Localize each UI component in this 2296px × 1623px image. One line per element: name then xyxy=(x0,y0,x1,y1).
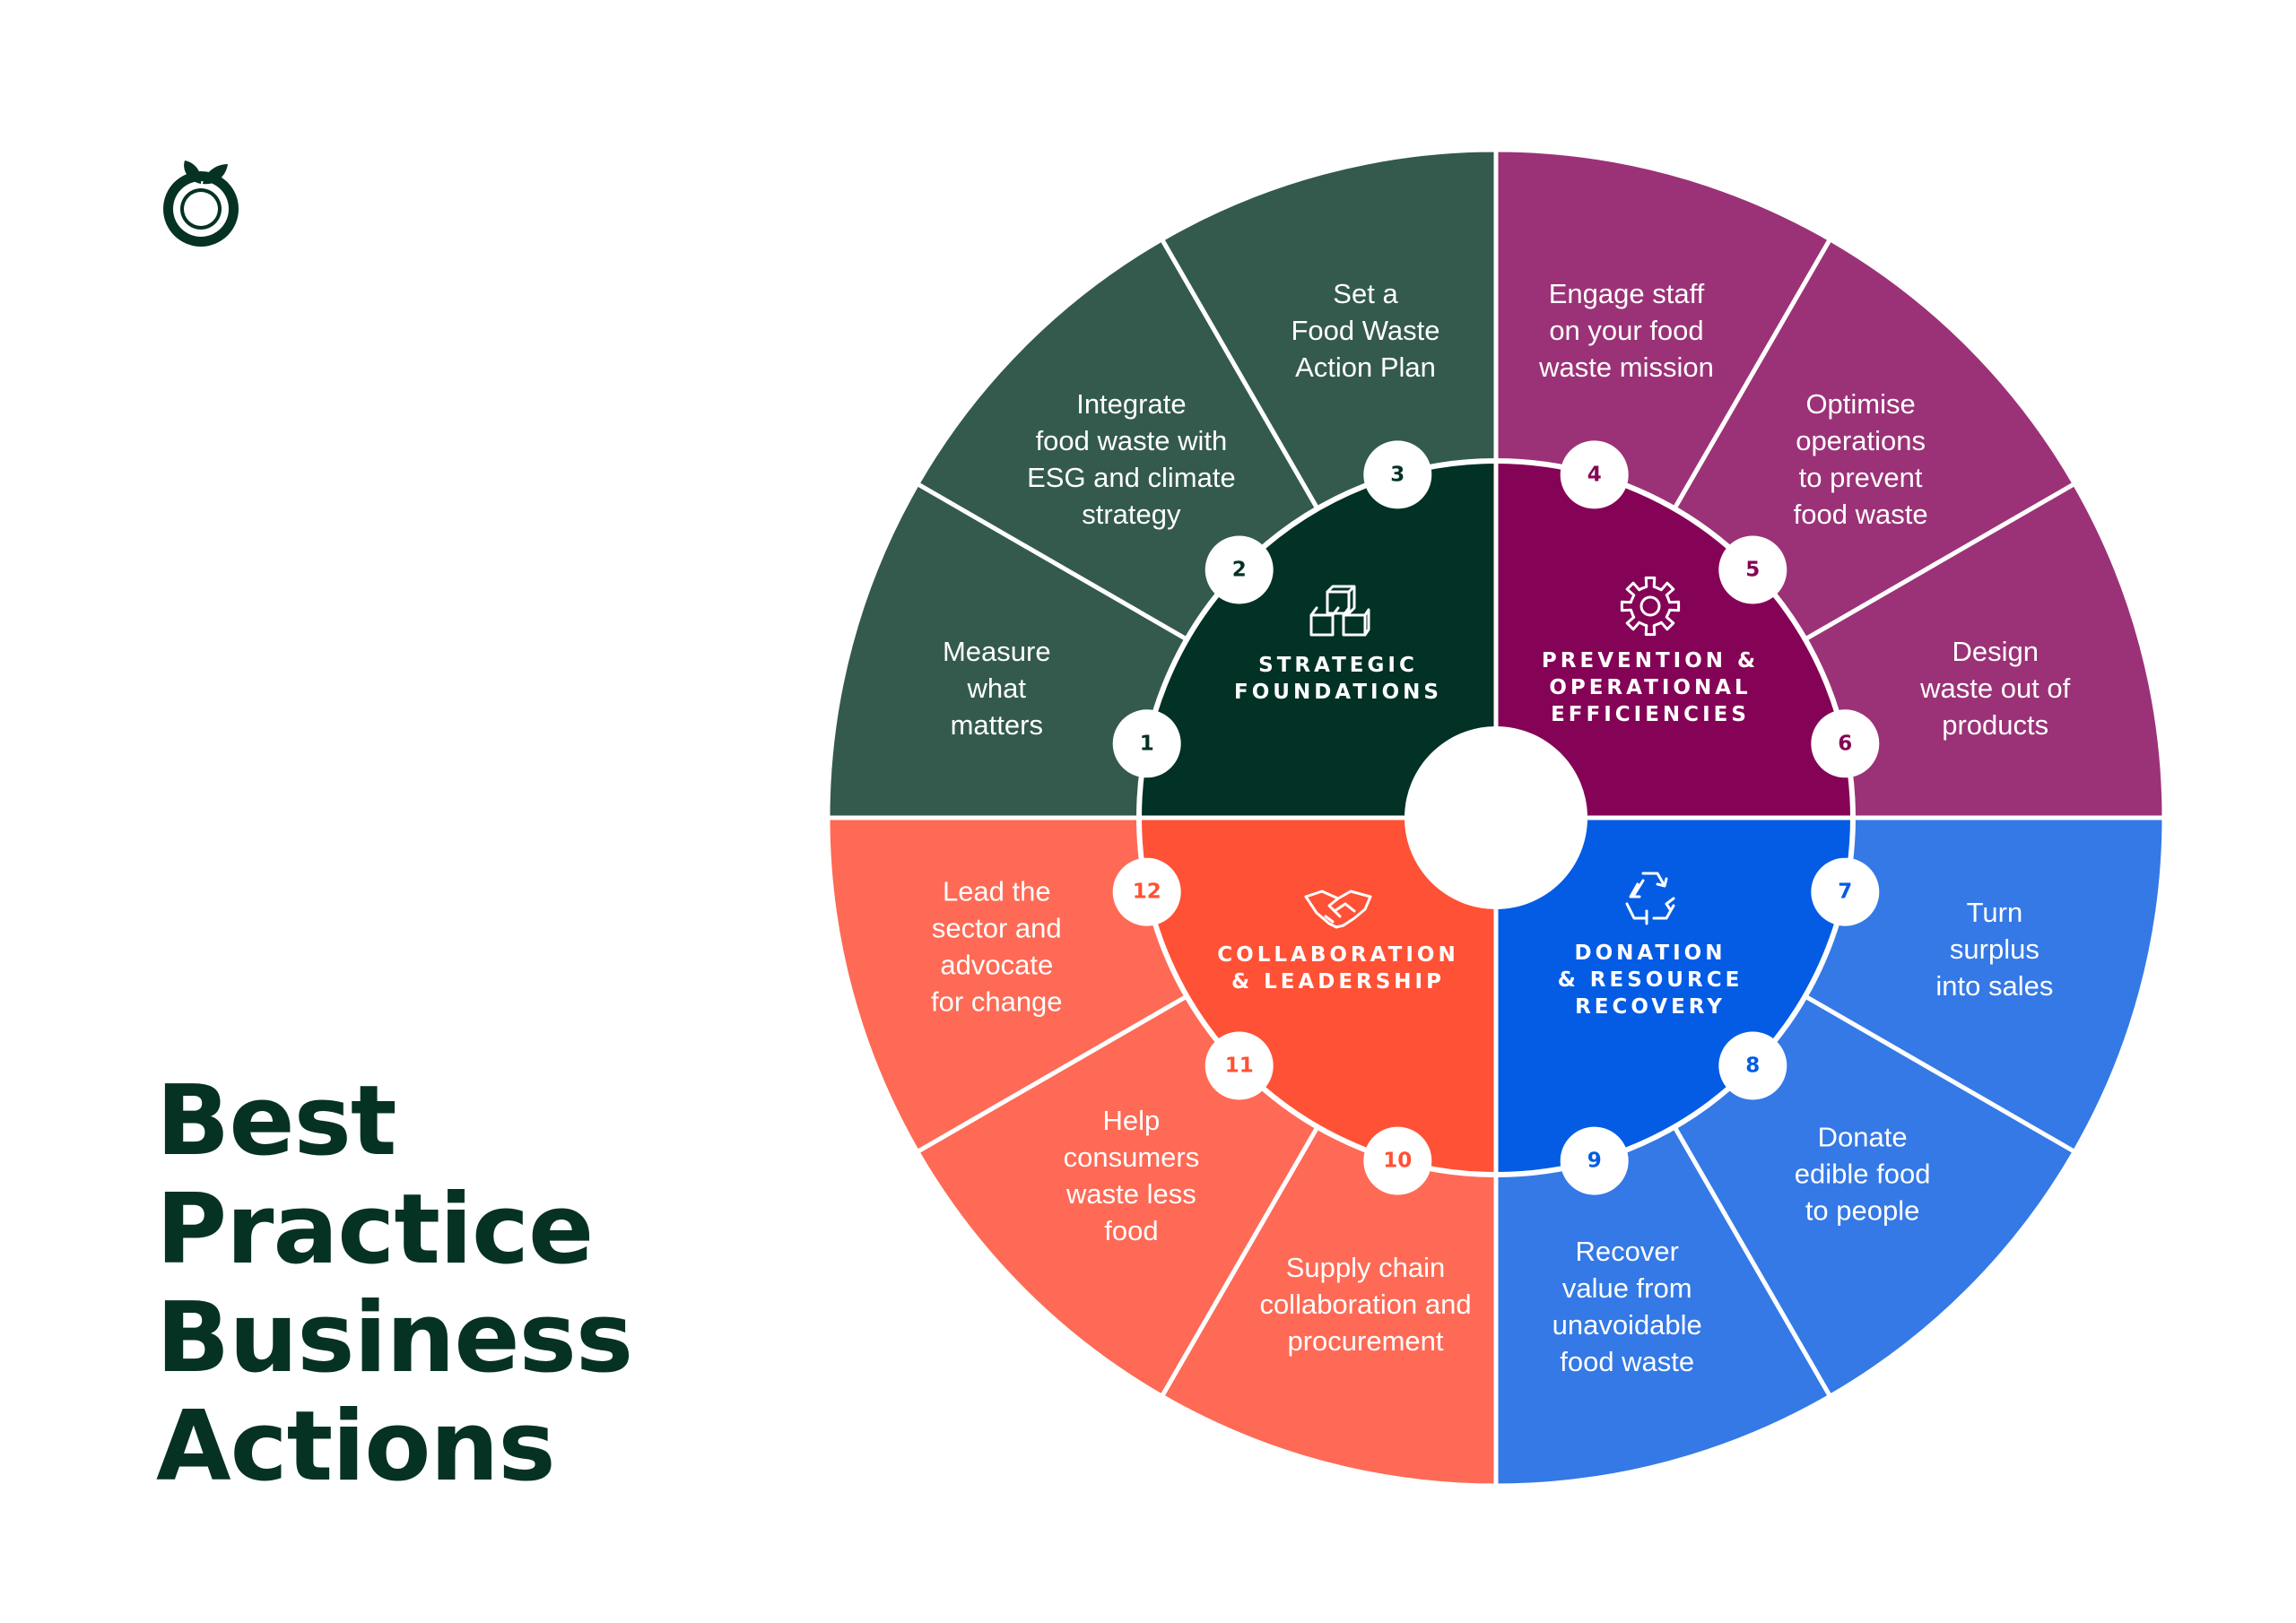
recycle-icon xyxy=(1625,872,1675,925)
number-badge-label: 4 xyxy=(1587,463,1602,486)
number-badge-3 xyxy=(1363,440,1432,509)
category-label-collaboration: & LEADERSHIP xyxy=(1231,970,1445,994)
number-badge-label: 6 xyxy=(1838,732,1852,755)
number-badge-label: 7 xyxy=(1838,881,1852,904)
number-badge-1 xyxy=(1112,709,1181,778)
page-title-line: Business xyxy=(156,1282,633,1394)
number-badge-label: 8 xyxy=(1745,1055,1760,1078)
category-label-donation: DONATION xyxy=(1575,942,1726,965)
category-quadrant-donation xyxy=(1496,818,1853,1175)
handshake-icon xyxy=(1304,890,1372,929)
category-label-strategic: STRATEGIC xyxy=(1258,654,1418,677)
number-badge-7 xyxy=(1811,857,1880,926)
number-badge-label: 2 xyxy=(1232,559,1247,582)
page-title-line: Best xyxy=(156,1065,396,1177)
category-label-strategic: FOUNDATIONS xyxy=(1234,681,1442,704)
category-quadrant-strategic xyxy=(1139,461,1496,818)
number-badge-2 xyxy=(1205,535,1274,604)
number-badge-12 xyxy=(1112,857,1181,926)
number-badge-9 xyxy=(1560,1126,1629,1195)
cubes-icon xyxy=(1309,585,1370,637)
category-label-donation: RECOVERY xyxy=(1575,995,1726,1019)
category-label-collaboration: COLLABORATION xyxy=(1217,943,1458,967)
number-badge-label: 9 xyxy=(1587,1150,1602,1173)
category-label-prevention: EFFICIENCIES xyxy=(1551,703,1750,726)
number-badge-5 xyxy=(1718,535,1787,604)
number-badge-label: 12 xyxy=(1133,881,1161,904)
number-badge-label: 11 xyxy=(1225,1055,1254,1078)
gear-icon xyxy=(1620,576,1681,637)
number-badge-label: 3 xyxy=(1390,463,1405,486)
category-label-donation: & RESOURCE xyxy=(1558,968,1744,992)
page-title-line: Practice xyxy=(156,1174,594,1286)
page-title-line: Actions xyxy=(156,1391,556,1503)
center-hole xyxy=(1405,726,1587,909)
number-badge-label: 1 xyxy=(1140,732,1154,755)
logo-icon xyxy=(163,161,239,247)
category-labels: STRATEGIC FOUNDATIONS PREVENTION & OPERATIO… xyxy=(1217,576,1759,1019)
number-badge-10 xyxy=(1363,1126,1432,1195)
category-label-prevention: PREVENTION & xyxy=(1542,649,1759,673)
inner-ring-border xyxy=(1136,458,1856,1177)
number-badge-8 xyxy=(1718,1031,1787,1100)
number-badge-6 xyxy=(1811,709,1880,778)
number-badge-label: 10 xyxy=(1383,1150,1412,1173)
category-quadrant-prevention xyxy=(1496,461,1853,818)
inner-ring xyxy=(828,150,2164,1486)
category-label-prevention: OPERATIONAL xyxy=(1549,676,1751,699)
number-badge-11 xyxy=(1205,1031,1274,1100)
page-title: Best Practice Business Actions xyxy=(156,1065,633,1503)
inner-quadrants xyxy=(1139,461,1853,1175)
category-quadrant-collaboration xyxy=(1139,818,1496,1175)
number-badge-label: 5 xyxy=(1745,559,1760,582)
number-badge-4 xyxy=(1560,440,1629,509)
